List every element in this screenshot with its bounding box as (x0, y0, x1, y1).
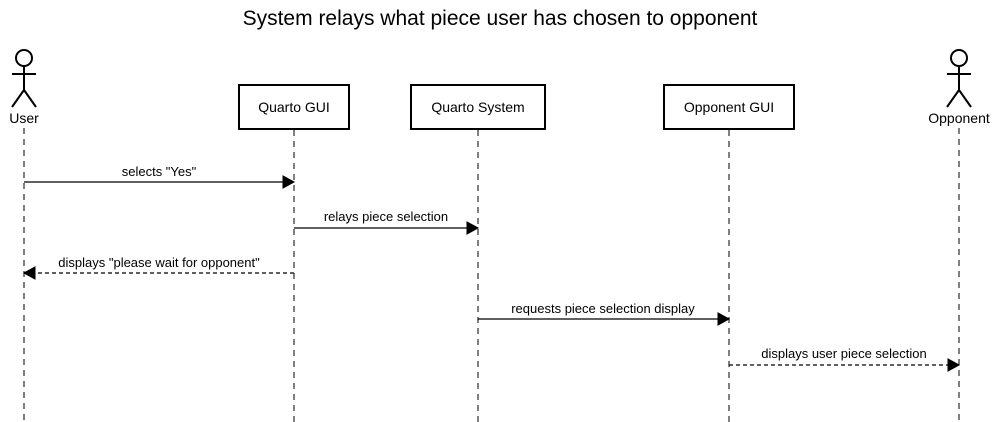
message-label: displays user piece selection (761, 346, 926, 361)
message-requests-piece-selection-display: requests piece selection display (478, 301, 731, 326)
participant-opponent-gui: Opponent GUI (663, 84, 795, 130)
actor-label-opponent: Opponent (928, 110, 990, 126)
arrowhead-icon (22, 266, 36, 280)
participant-label-quarto-system: Quarto System (431, 99, 524, 115)
message-label: requests piece selection display (511, 301, 695, 316)
participant-quarto-gui: Quarto GUI (238, 84, 350, 130)
message-label: selects "Yes" (122, 164, 197, 179)
participant-label-quarto-gui: Quarto GUI (258, 99, 330, 115)
actor-user: User (9, 49, 39, 126)
message-relays-piece-selection: relays piece selection (294, 209, 480, 235)
participant-label-opponent-gui: Opponent GUI (684, 99, 774, 115)
message-label: displays "please wait for opponent" (58, 255, 260, 270)
message-label: relays piece selection (324, 209, 448, 224)
actor-label-user: User (9, 110, 39, 126)
actor-opponent: Opponent (928, 49, 990, 126)
participant-quarto-system: Quarto System (410, 84, 546, 130)
arrowhead-icon (947, 358, 961, 372)
arrowhead-icon (466, 221, 480, 235)
arrowhead-icon (282, 175, 296, 189)
stick-figure-icon (11, 49, 37, 108)
arrowhead-icon (717, 312, 731, 326)
message-displays-user-piece-selection: displays user piece selection (729, 346, 961, 372)
stick-figure-icon (946, 49, 972, 108)
message-displays-please-wait: displays "please wait for opponent" (22, 255, 294, 280)
diagram-title: System relays what piece user has chosen… (243, 7, 758, 30)
message-selects-yes: selects "Yes" (24, 164, 296, 189)
